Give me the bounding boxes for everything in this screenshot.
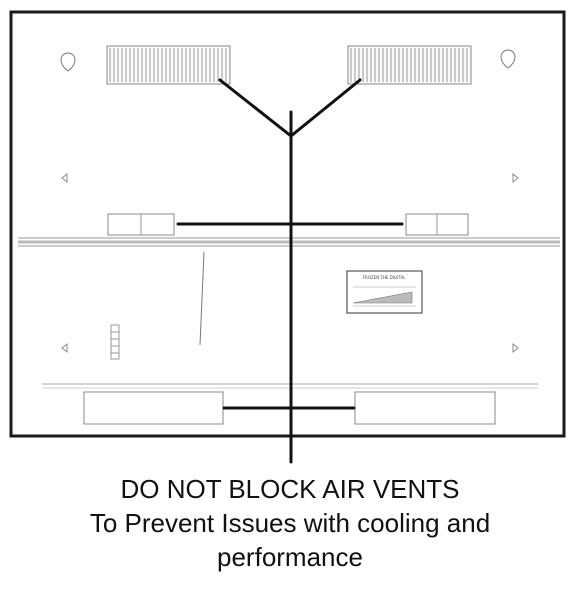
horizontal-rail xyxy=(18,237,560,247)
mounting-hole-right xyxy=(500,49,516,69)
middle-vent-left xyxy=(107,213,175,236)
side-arrow-lower-right xyxy=(512,342,519,354)
bottom-vent-left xyxy=(83,391,224,425)
middle-vent-right xyxy=(405,213,469,236)
pointer-top-right-branch xyxy=(289,78,362,138)
side-arrow-lower-left xyxy=(61,342,68,354)
connector-block xyxy=(110,324,120,360)
vent-pointer-lines xyxy=(176,78,404,464)
top-vent-left xyxy=(106,45,231,85)
caption-reason-line-2: performance xyxy=(217,542,363,572)
appliance-outline xyxy=(9,10,566,438)
mounting-hole-left xyxy=(60,52,76,72)
pointer-top-left-branch xyxy=(218,78,293,138)
side-arrow-upper-left xyxy=(61,172,68,184)
appliance-back-panel-diagram: FROZEN THE DIGITAL xyxy=(9,10,566,464)
side-arrow-upper-right xyxy=(512,172,519,184)
rating-label-title: FROZEN THE DIGITAL xyxy=(363,275,406,280)
caption-warning: DO NOT BLOCK AIR VENTS xyxy=(120,474,460,504)
caption-reason-line-1: To Prevent Issues with cooling and xyxy=(89,508,491,538)
bottom-vent-right xyxy=(354,391,496,425)
cable-line xyxy=(199,251,205,346)
top-vent-right xyxy=(347,45,472,85)
rating-label: FROZEN THE DIGITAL xyxy=(346,270,423,314)
